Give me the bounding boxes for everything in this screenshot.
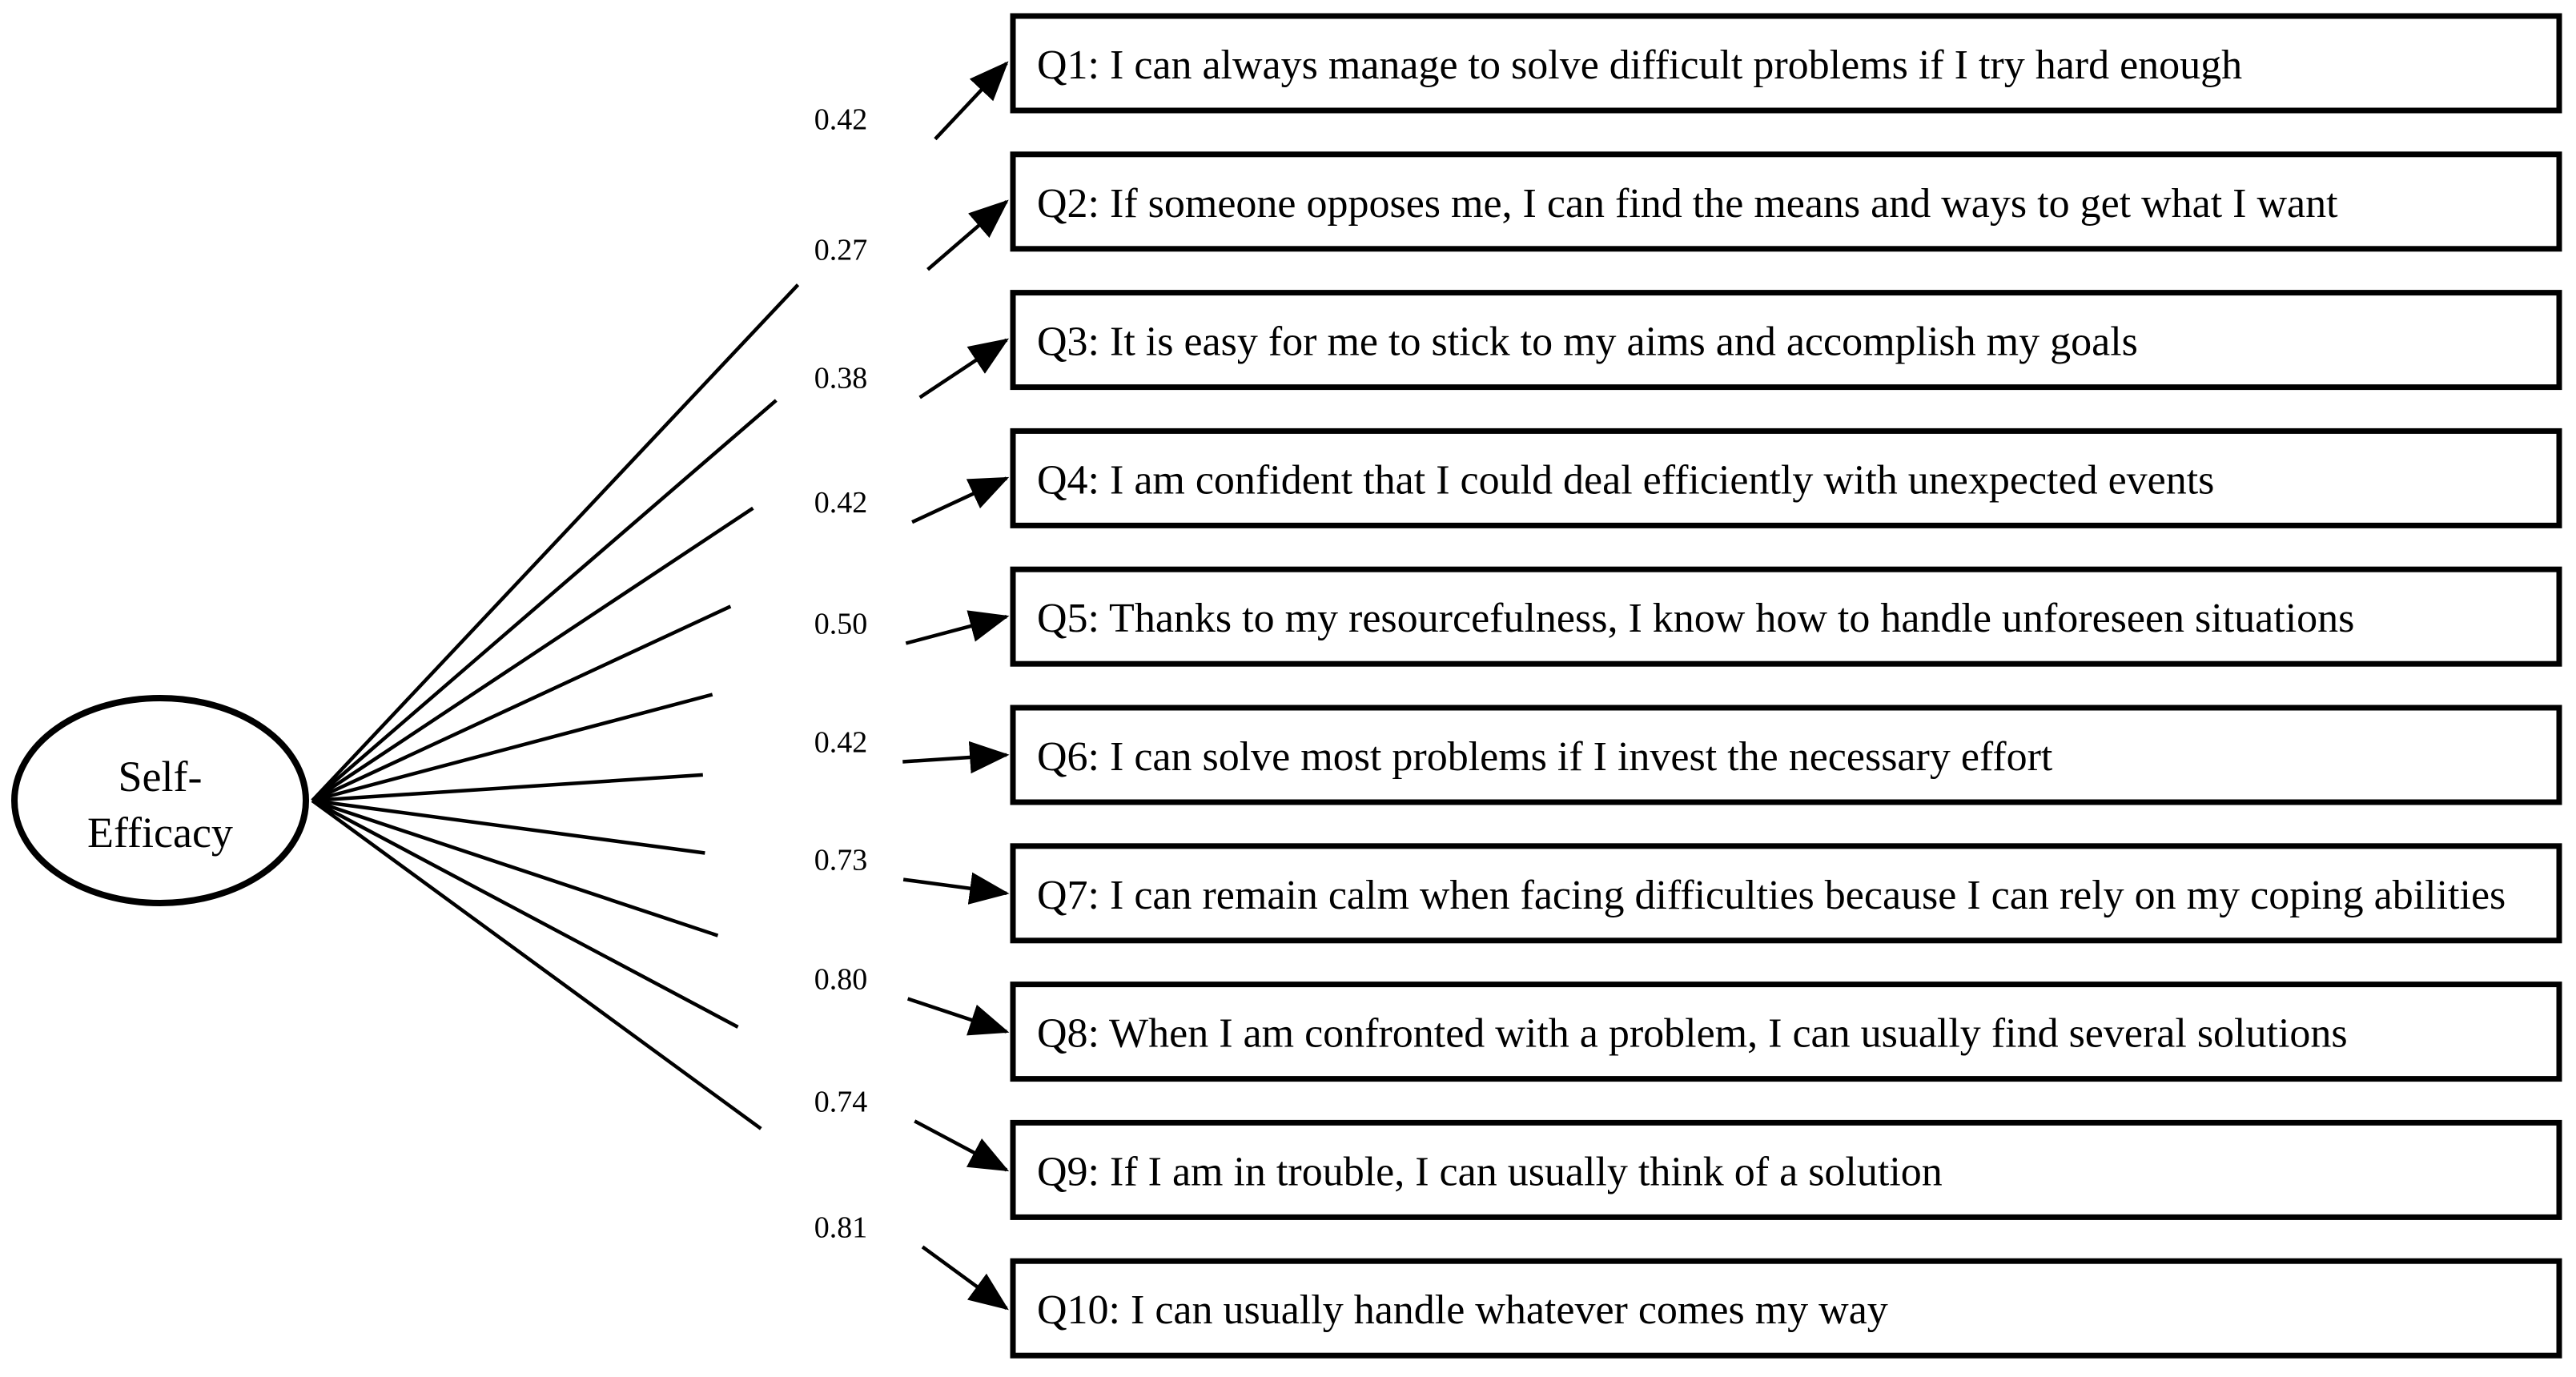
loading-coefficient-q6: 0.42 [814,726,868,760]
loading-path-stem-q7 [311,798,705,855]
indicator-text-q1: Q1: I can always manage to solve difficu… [1037,42,2242,88]
loading-arrow-q8 [906,997,1010,1036]
indicator-box-q7[interactable] [1010,843,2562,944]
factor-loading-paths [311,61,1010,1311]
loading-arrow-q4 [911,476,1010,524]
indicator-box-q8[interactable] [1010,982,2562,1082]
indicator-box-q1[interactable] [1010,13,2562,114]
loading-path-stem-q8 [311,798,719,937]
loading-path-stem-q6 [311,773,703,803]
loading-path-stem-q3 [311,506,754,802]
loading-path-stem-q5 [311,693,713,803]
loading-coefficient-q2: 0.27 [814,234,868,267]
loading-path-stem-q2 [311,399,778,802]
loading-coefficient-q7: 0.73 [814,844,868,877]
loading-arrow-q7 [902,872,1010,905]
indicator-text-q2: Q2: If someone opposes me, I can find th… [1037,181,2338,227]
loading-coefficient-q8: 0.80 [814,963,868,997]
loading-coefficient-q4: 0.42 [814,486,868,520]
latent-label-line1: Self- [119,753,203,801]
indicator-box-q4[interactable] [1010,428,2562,528]
indicator-box-q5[interactable] [1010,566,2562,667]
latent-ellipse [11,695,309,906]
loading-arrow-q10 [921,1245,1009,1311]
indicator-text-q5: Q5: Thanks to my resourcefulness, I know… [1037,596,2354,641]
indicator-box-q2[interactable] [1010,151,2562,252]
loading-path-stem-q1 [311,283,800,802]
indicator-text-q10: Q10: I can usually handle whatever comes… [1037,1287,1888,1333]
loading-path-stem-q9 [311,799,739,1029]
indicator-box-q6[interactable] [1010,705,2562,805]
indicator-text-q8: Q8: When I am confronted with a problem,… [1037,1011,2348,1057]
loading-arrow-q3 [918,338,1009,399]
loading-path-stem-q4 [311,604,732,803]
loading-arrow-q6 [902,741,1010,774]
loading-coefficient-q10: 0.81 [814,1210,868,1244]
loading-arrow-q5 [905,610,1010,645]
loading-coefficient-q9: 0.74 [814,1085,868,1118]
latent-variable: Self- Efficacy [11,695,309,906]
latent-label-line2: Efficacy [87,809,233,857]
loading-arrow-q1 [934,61,1009,141]
loading-coefficients: 0.42 0.27 0.38 0.42 0.50 0.42 0.73 0.80 0.74 0.81 [814,103,868,1245]
indicator-text-q6: Q6: I can solve most problems if I inves… [1037,734,2053,780]
loading-arrow-q2 [926,199,1009,271]
indicator-text-q3: Q3: It is easy for me to stick to my aim… [1037,319,2138,365]
loading-path-stem-q10 [311,799,762,1130]
loading-coefficient-q3: 0.38 [814,361,868,395]
indicator-boxes: Q1: I can always manage to solve difficu… [1010,13,2562,1359]
indicator-box-q3[interactable] [1010,290,2562,391]
loading-coefficient-q5: 0.50 [814,608,868,641]
loading-coefficient-q1: 0.42 [814,103,868,137]
indicator-text-q7: Q7: I can remain calm when facing diffic… [1037,873,2506,918]
loading-arrow-q9 [914,1119,1010,1172]
indicator-text-q9: Q9: If I am in trouble, I can usually th… [1037,1149,1943,1194]
indicator-box-q10[interactable] [1010,1258,2562,1359]
indicator-text-q4: Q4: I am confident that I could deal eff… [1037,457,2214,503]
indicator-box-q9[interactable] [1010,1119,2562,1220]
